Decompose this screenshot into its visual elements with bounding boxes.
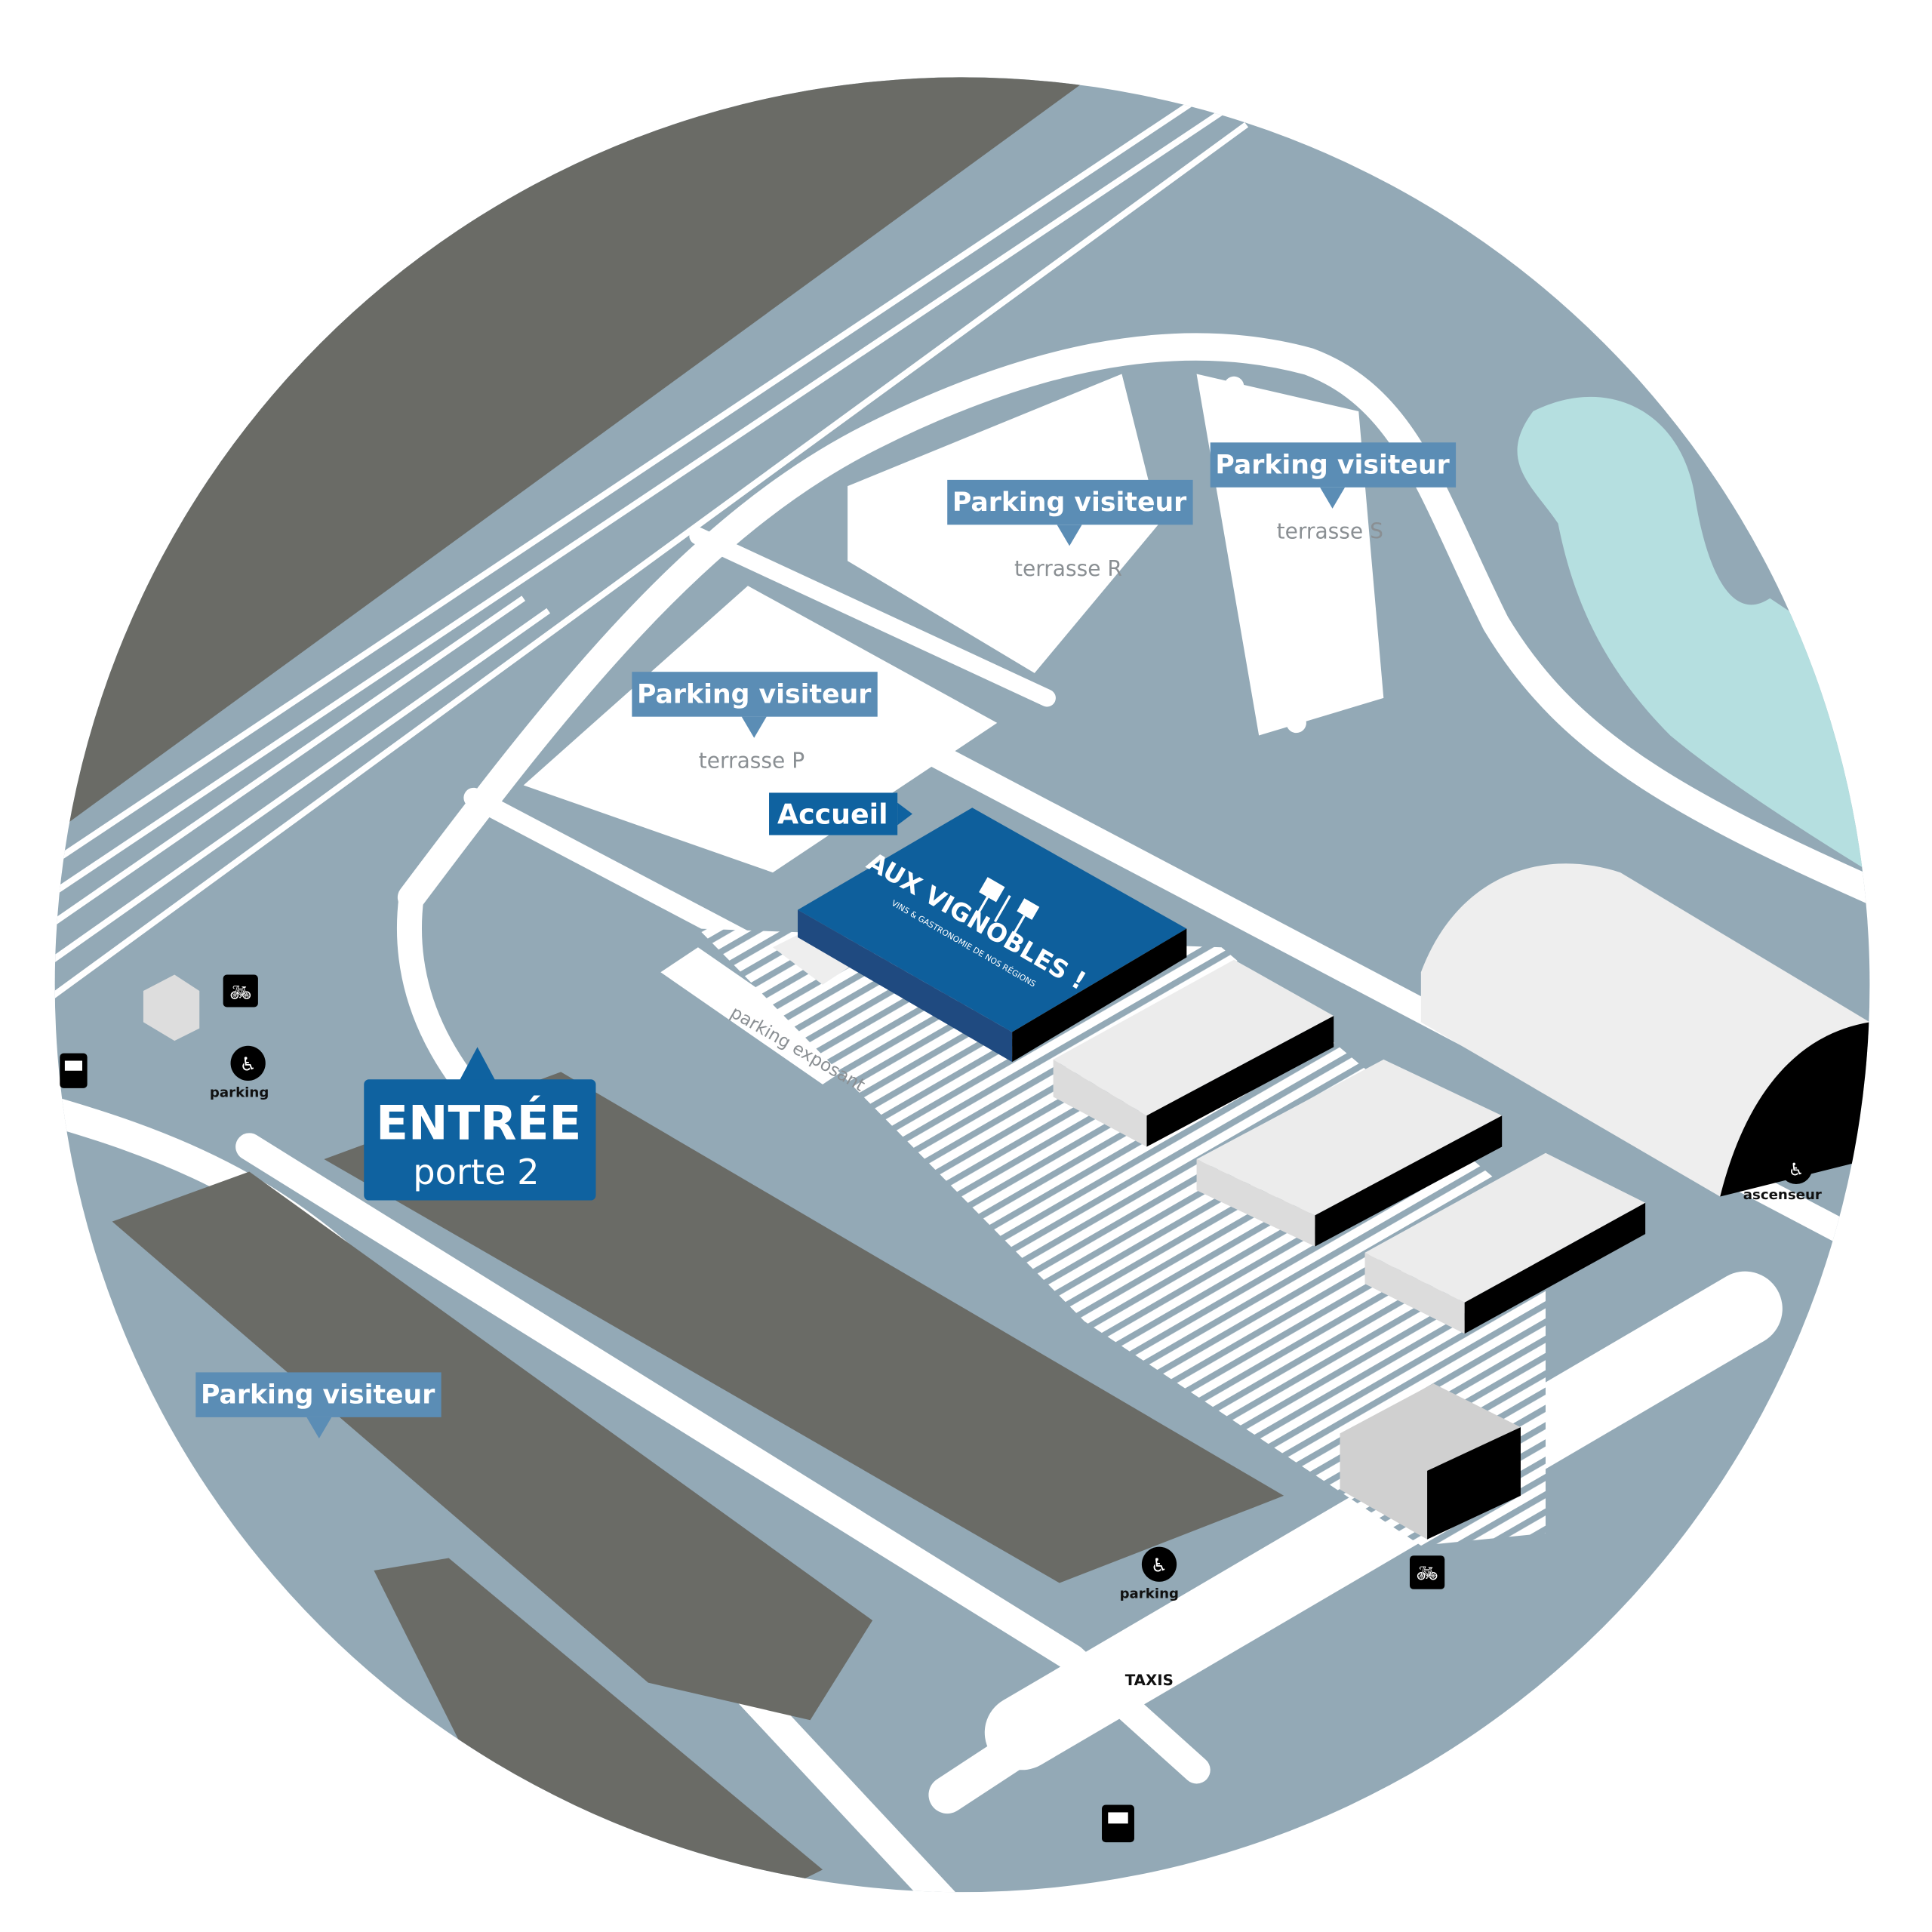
label-text: Parking visiteur (952, 488, 1186, 518)
label-parking-visiteur-lower[interactable]: Parking visiteur (195, 1372, 441, 1438)
parking-pmr-label: parking (1120, 1586, 1179, 1601)
entree-text: ENTRÉE (376, 1096, 581, 1151)
svg-text:♿︎: ♿︎ (1789, 1160, 1804, 1180)
label-text: Accueil (777, 798, 888, 831)
water (1517, 396, 1870, 948)
parking-exposant-area (660, 947, 860, 1084)
svg-text:🚲︎: 🚲︎ (1416, 1564, 1438, 1584)
label-parking-visiteur-r[interactable]: Parking visiteur (947, 479, 1193, 546)
wheelchair-icon[interactable]: ♿︎ (1141, 1546, 1177, 1582)
terrasse-r-label: terrasse R (1014, 556, 1122, 581)
rail-lines (54, 97, 1249, 1038)
svg-text:♿︎: ♿︎ (240, 1054, 257, 1075)
exhibition-halls (143, 863, 1870, 1540)
taxis-label: TAXIS (1125, 1672, 1174, 1689)
porte-text: porte 2 (413, 1152, 539, 1192)
label-entree-porte-2[interactable]: ENTRÉE porte 2 (364, 1047, 596, 1201)
bus-icon[interactable] (1102, 1804, 1134, 1843)
wheelchair-icon[interactable]: ♿︎ (230, 1045, 266, 1081)
terrasse-s-label: terrasse S (1277, 518, 1383, 543)
bus-icon[interactable] (60, 1053, 88, 1088)
pedestrian-zone (697, 928, 1546, 1546)
ascenseur-label: ascenseur (1743, 1187, 1822, 1203)
aux-vignobles-hall: AUX VIGNOBLES ! VINS & GASTRONOMIE DE NO… (798, 808, 1187, 1063)
lower-lot-2 (112, 1171, 873, 1721)
label-text: Parking visiteur (201, 1380, 435, 1411)
label-accueil[interactable]: Accueil (769, 792, 912, 835)
label-parking-visiteur-s[interactable]: Parking visiteur (1210, 442, 1457, 509)
svg-text:♿︎: ♿︎ (1151, 1555, 1168, 1577)
bicycle-icon[interactable]: 🚲︎ (223, 974, 258, 1008)
wheelchair-icon[interactable]: ♿︎ (1780, 1152, 1813, 1185)
bicycle-icon[interactable]: 🚲︎ (1409, 1555, 1445, 1589)
terrasse-p-label: terrasse P (699, 748, 804, 773)
glass-fork-icon (977, 877, 1040, 934)
parking-pmr-label: parking (210, 1084, 269, 1100)
label-text: Parking visiteur (1215, 451, 1449, 481)
lower-lot-3 (374, 1558, 823, 1893)
svg-text:🚲︎: 🚲︎ (229, 983, 251, 1003)
label-parking-visiteur-p[interactable]: Parking visiteur (632, 672, 878, 738)
label-text: Parking visiteur (637, 680, 871, 710)
